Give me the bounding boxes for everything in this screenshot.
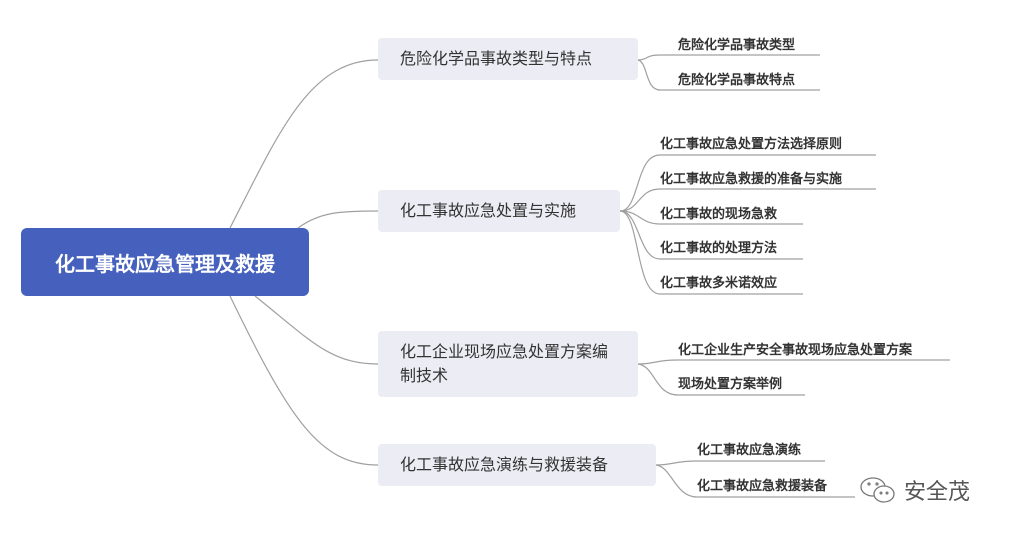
watermark-label: 安全茂 xyxy=(904,480,971,505)
leaf-node[interactable]: 化工事故应急处置方法选择原则 xyxy=(660,137,843,152)
leaf-node[interactable]: 危险化学品事故特点 xyxy=(678,73,796,88)
leaf-node[interactable]: 现场处置方案举例 xyxy=(678,377,783,392)
leaf-node[interactable]: 化工事故应急救援装备 xyxy=(697,479,828,494)
branch-node[interactable]: 危险化学品事故类型与特点 xyxy=(378,38,638,80)
root-label: 化工事故应急管理及救援 xyxy=(55,251,275,276)
leaf-node[interactable]: 危险化学品事故类型 xyxy=(678,38,796,53)
leaf-node[interactable]: 化工事故应急救援的准备与实施 xyxy=(660,172,843,187)
leaf-node[interactable]: 化工事故的处理方法 xyxy=(660,241,778,256)
root-node[interactable]: 化工事故应急管理及救援 xyxy=(21,228,309,296)
leaf-node[interactable]: 化工事故多米诺效应 xyxy=(660,276,778,291)
branch-node[interactable]: 化工事故应急处置与实施 xyxy=(378,190,620,232)
branch-label: 化工事故应急处置与实施 xyxy=(400,201,577,220)
leaf-node[interactable]: 化工企业生产安全事故现场应急处置方案 xyxy=(678,343,913,358)
branch-label: 化工事故应急演练与救援装备 xyxy=(400,455,609,474)
branch-label: 化工企业现场应急处置方案编制技术 xyxy=(400,342,609,385)
leaf-node[interactable]: 化工事故应急演练 xyxy=(697,443,802,458)
branch-label: 危险化学品事故类型与特点 xyxy=(400,49,593,68)
watermark: 安全茂 xyxy=(858,474,970,506)
leaf-node[interactable]: 化工事故的现场急救 xyxy=(660,207,778,222)
wechat-icon xyxy=(860,477,895,503)
branch-node[interactable]: 化工企业现场应急处置方案编制技术 xyxy=(378,331,638,397)
branch-node[interactable]: 化工事故应急演练与救援装备 xyxy=(378,444,656,486)
